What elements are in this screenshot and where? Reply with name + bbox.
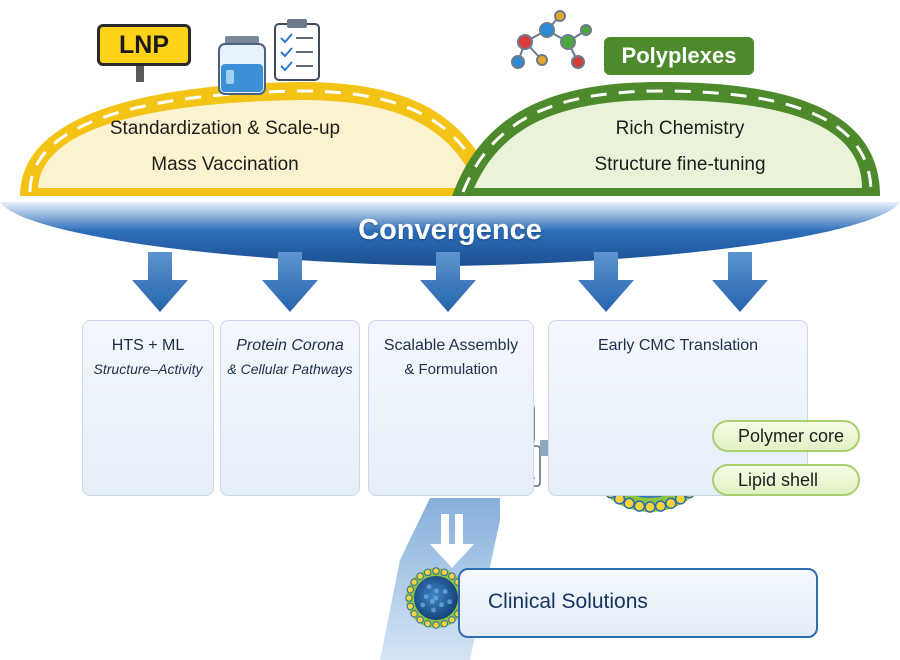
- lipid-shell-label: Lipid shell: [712, 464, 860, 496]
- panel-hts-ml-subtitle: Structure–Activity: [93, 361, 203, 377]
- down-arrows: [132, 252, 768, 312]
- molecule-icon: [511, 10, 592, 69]
- panel-hts-ml: HTS + ML Structure–Activity: [82, 320, 214, 496]
- panel-protein-corona-subtitle: & Cellular Pathways: [227, 361, 353, 377]
- lnp-sign-post: [136, 66, 144, 82]
- clinical-solutions-label: Clinical Solutions: [488, 590, 648, 613]
- lnp-line-2: Mass Vaccination: [151, 154, 299, 175]
- lnp-line-1: Standardization & Scale-up: [109, 118, 341, 139]
- polyplexes-tag: Polyplexes: [604, 37, 754, 75]
- polyplex-road: [452, 82, 880, 196]
- polyplex-line-2: Structure fine-tuning: [594, 154, 766, 175]
- panel-protein-corona-title: Protein Corona: [236, 337, 344, 354]
- funnel-arrow: [430, 514, 474, 568]
- vaccine-vial-icon: [218, 36, 266, 95]
- polyplex-line-1: Rich Chemistry: [615, 118, 745, 139]
- panel-scalable-assembly-subtitle: & Formulation: [404, 361, 498, 378]
- panel-early-cmc-title: Early CMC Translation: [597, 337, 759, 354]
- clinical-solutions-box: [458, 568, 818, 638]
- panel-protein-corona: Protein Corona & Cellular Pathways: [220, 320, 360, 496]
- panel-scalable-assembly: Scalable Assembly & Formulation: [368, 320, 534, 496]
- clinical-particle-icon: [405, 567, 467, 629]
- polymer-core-label: Polymer core: [712, 420, 860, 452]
- clipboard-checklist-icon: [274, 19, 320, 81]
- lnp-road: [20, 82, 500, 196]
- convergence-band: [0, 202, 900, 266]
- panel-scalable-assembly-title: Scalable Assembly: [383, 337, 519, 354]
- lnp-sign: LNP: [97, 24, 191, 66]
- panel-hts-ml-title: HTS + ML: [111, 337, 185, 354]
- convergence-title: Convergence: [358, 214, 542, 246]
